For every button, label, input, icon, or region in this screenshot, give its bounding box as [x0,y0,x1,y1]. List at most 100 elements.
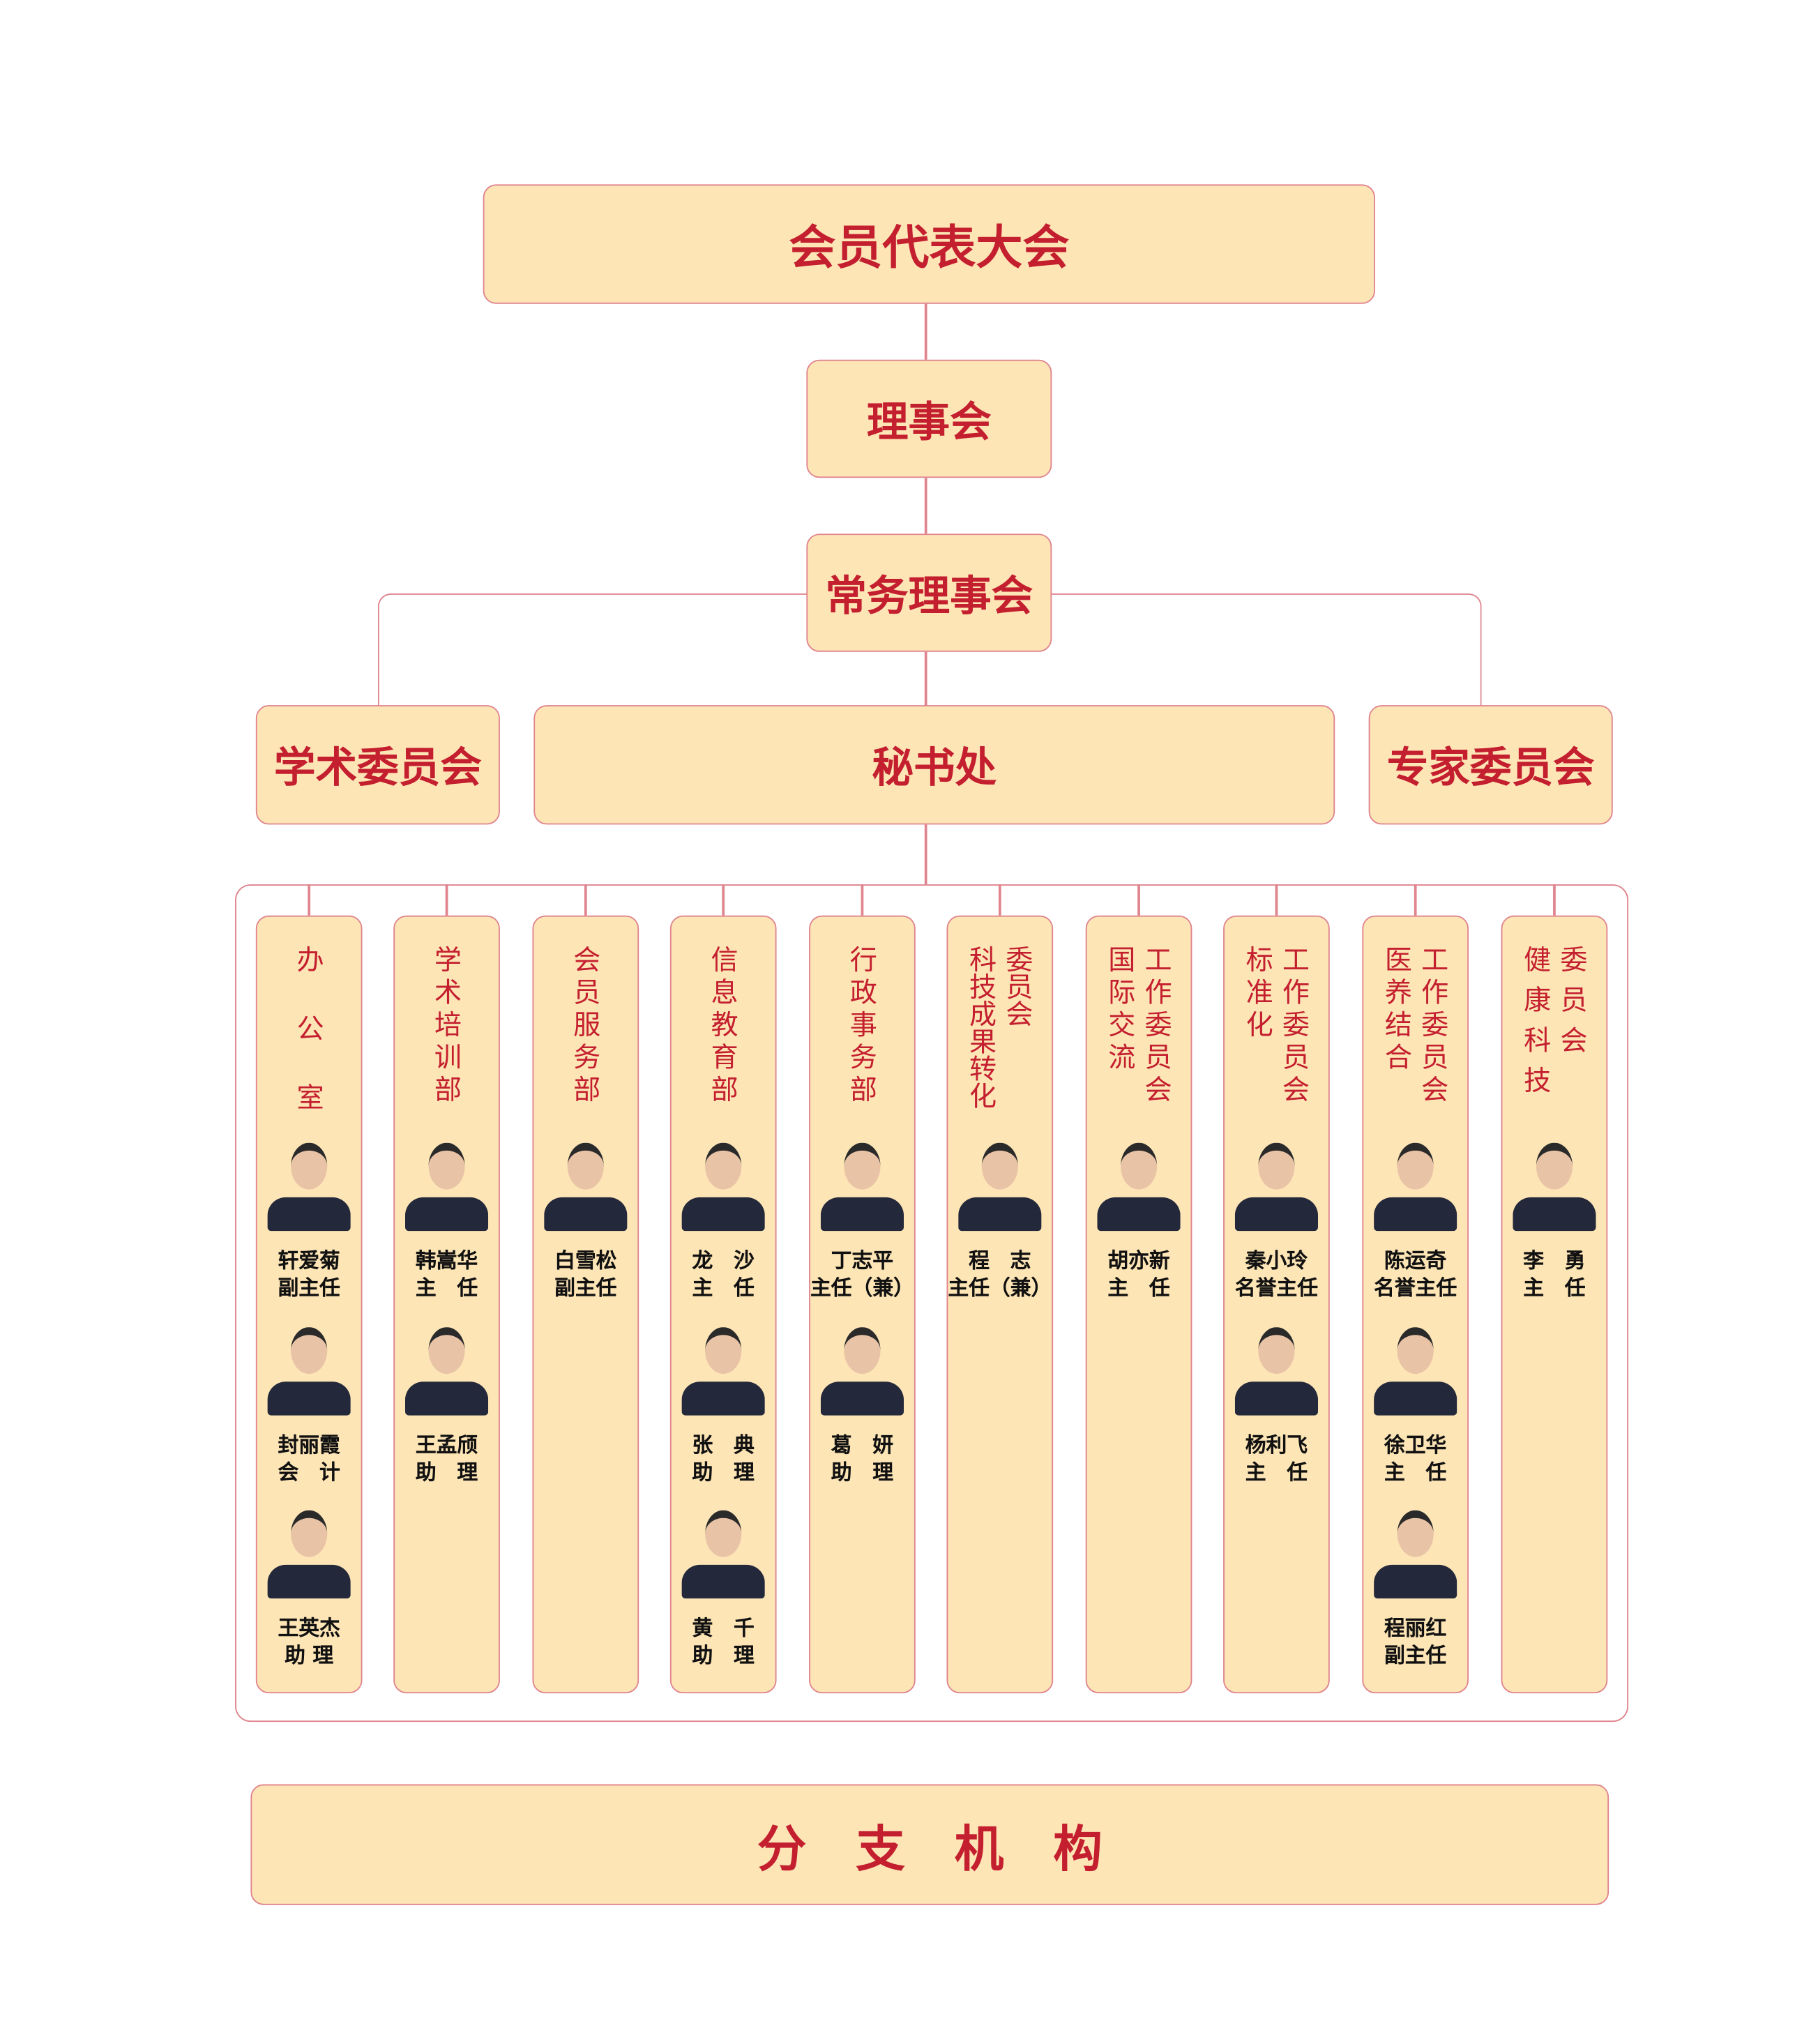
department-title-column: 标准化 [1243,945,1274,1043]
member-role: 副主任 [278,1275,340,1300]
member-card: 胡亦新 主 任 [1087,1137,1191,1301]
member-photo [1513,1137,1596,1232]
connector [924,651,927,706]
department-title: 会员服务部 [533,946,637,1108]
connector [584,884,586,916]
member-card: 韩嵩华 主 任 [395,1137,499,1301]
department-title: 科技成果转化委员会 [948,946,1052,1110]
member-card: 葛 妍 助 理 [810,1322,914,1486]
member-role: 助 理 [415,1460,478,1485]
member-card: 徐卫华 主 任 [1363,1322,1467,1486]
department-title: 学术培训部 [395,946,499,1108]
member-name: 王孟颀 [415,1432,478,1458]
member-card: 李 勇 主 任 [1502,1137,1606,1301]
department-title-column: 办公室 [293,945,325,1152]
department-title-column: 医养结合 [1381,945,1413,1075]
department-title-column: 科技成果转化 [966,945,998,1110]
connector [924,478,927,534]
member-card: 程丽红 副主任 [1363,1505,1467,1669]
member-photo [958,1137,1042,1232]
member-name: 秦小玲 [1245,1248,1308,1273]
branch-label: 分 支 机 构 [757,1820,1103,1878]
department-title-column: 学术培训部 [431,945,462,1108]
member-name: 胡亦新 [1107,1248,1170,1273]
member-photo [267,1137,351,1232]
member-photo [1234,1322,1319,1416]
departments-container [235,884,1629,1723]
member-role: 主 任 [692,1275,755,1300]
department-title-column: 国际交流 [1105,945,1137,1075]
department-column: 健康科技委员会 李 勇 主 任 [1501,915,1608,1694]
member-photo [1374,1505,1457,1599]
member-photo [681,1322,765,1416]
member-card: 王英杰 助 理 [257,1505,361,1669]
department-title: 信息教育部 [672,946,775,1108]
connector [924,824,927,885]
department-title: 健康科技委员会 [1502,946,1606,1107]
department-title-column: 工作委员会 [1279,945,1310,1108]
member-name: 白雪松 [554,1248,617,1273]
member-card: 王孟颀 助 理 [395,1322,499,1486]
members-assembly-box: 会员代表大会 [483,184,1375,304]
department-column: 会员服务部 白雪松 副主任 [532,915,639,1694]
connector [722,884,725,916]
member-role: 助 理 [831,1460,894,1485]
member-role: 主 任 [1245,1460,1308,1485]
member-photo [1234,1137,1319,1232]
member-photo [1374,1322,1457,1416]
expert-committee-label: 专家委员会 [1386,743,1595,792]
member-name: 王英杰 [278,1615,340,1640]
member-role: 主 任 [1523,1275,1586,1300]
members-assembly-label: 会员代表大会 [789,222,1070,275]
member-name: 陈运奇 [1384,1248,1447,1273]
department-title: 标准化工作委员会 [1225,946,1328,1108]
department-column: 国际交流工作委员会 胡亦新 主 任 [1085,915,1192,1694]
connector [1137,884,1139,916]
department-title-column: 行政事务部 [847,945,878,1108]
expert-committee-box: 专家委员会 [1368,705,1613,825]
connector [861,884,863,916]
member-role: 助 理 [692,1460,755,1485]
member-card: 陈运奇 名誉主任 [1363,1137,1467,1301]
member-photo [404,1322,489,1416]
department-title-column: 工作委员会 [1141,945,1173,1108]
member-card: 张 典 助 理 [672,1322,775,1486]
member-name: 龙 沙 [692,1248,755,1273]
member-role: 主 任 [1107,1275,1170,1300]
council-box: 理事会 [806,359,1052,478]
department-column: 标准化工作委员会 秦小玲 名誉主任 杨利飞 主 任 [1223,915,1330,1694]
department-title: 办公室 [257,946,361,1152]
department-column: 信息教育部 龙 沙 主 任 张 典 助 理 黄 千 助 理 [669,915,777,1694]
department-title-column: 会员服务部 [570,945,602,1108]
department-column: 科技成果转化委员会 程 志 主任（兼） [946,915,1054,1694]
member-card: 龙 沙 主 任 [672,1137,775,1301]
member-photo [681,1505,765,1599]
member-role: 助 理 [285,1642,334,1667]
member-role: 主 任 [415,1275,478,1300]
department-title-column: 委员会 [1002,945,1034,1027]
connector [1553,884,1555,916]
council-label: 理事会 [866,396,992,446]
department-title-column: 工作委员会 [1418,945,1450,1108]
member-role: 助 理 [692,1642,755,1667]
member-name: 程丽红 [1384,1615,1447,1640]
member-card: 秦小玲 名誉主任 [1225,1137,1328,1301]
department-title-column: 健康科技 [1520,945,1552,1107]
standing-council-label: 常务理事会 [825,570,1033,621]
member-role: 副主任 [554,1275,617,1300]
department-column: 医养结合工作委员会 陈运奇 名誉主任 徐卫华 主 任 程丽红 副主任 [1362,915,1469,1694]
member-card: 黄 千 助 理 [672,1505,775,1669]
member-name: 徐卫华 [1384,1432,1447,1458]
member-card: 封丽霞 会 计 [257,1322,361,1486]
connector [1275,884,1278,916]
department-title: 国际交流工作委员会 [1087,946,1191,1108]
member-photo [681,1137,765,1232]
member-card: 轩爱菊 副主任 [257,1137,361,1301]
department-title-column: 信息教育部 [707,945,739,1108]
member-photo [267,1322,351,1416]
connector [924,303,927,360]
connector [998,884,1001,916]
member-photo [1097,1137,1181,1232]
member-card: 程 志 主任（兼） [948,1137,1052,1301]
